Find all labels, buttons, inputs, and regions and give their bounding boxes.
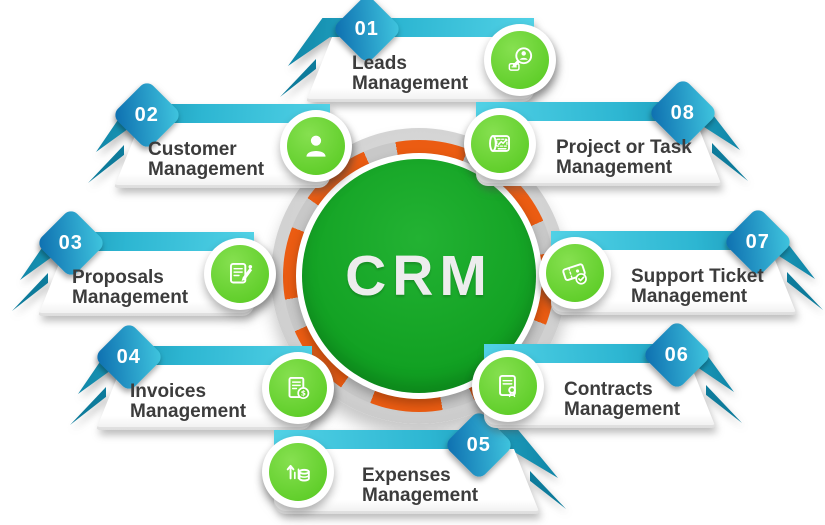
module-banner-expenses: 05 Expenses Management xyxy=(262,409,566,516)
module-banner-support-ticket: 07 Support Ticket Management xyxy=(539,206,823,317)
module-label: Invoices Management xyxy=(130,381,247,422)
proposal-document-pen-icon xyxy=(230,262,253,284)
contract-certificate-icon xyxy=(499,374,516,398)
module-banner-project-task: 08 Project or Task Management xyxy=(464,77,748,188)
module-banner-invoices: 04 Invoices Management $ xyxy=(70,321,334,432)
badge-number: 05 xyxy=(466,433,492,456)
badge-number: 06 xyxy=(664,343,690,366)
module-banner-contracts: 06 Contracts Management xyxy=(472,319,742,430)
expenses-chart-coins-icon xyxy=(286,464,310,482)
icon-circle xyxy=(204,238,276,310)
badge-number: 03 xyxy=(58,231,84,254)
module-label: Expenses Management xyxy=(362,465,479,506)
svg-text:$: $ xyxy=(301,389,306,398)
customer-person-icon xyxy=(306,135,326,157)
module-banner-customer: 02 Customer Management xyxy=(88,79,352,190)
leads-search-person-icon xyxy=(508,47,533,71)
icon-circle xyxy=(262,436,334,508)
module-label: Leads Management xyxy=(352,53,469,94)
invoice-bill-coin-icon: $ xyxy=(288,376,310,400)
badge-number: 01 xyxy=(354,17,380,40)
module-label: Proposals Management xyxy=(72,267,189,308)
badge-number: 07 xyxy=(745,230,771,253)
project-blueprint-chart-icon xyxy=(489,135,510,152)
support-ticket-check-icon xyxy=(562,263,587,285)
module-label: Support Ticket Management xyxy=(631,266,764,307)
badge-number: 08 xyxy=(670,101,696,124)
module-label: Project or Task Management xyxy=(556,137,692,178)
module-label: Customer Management xyxy=(148,139,265,180)
icon-circle xyxy=(484,24,556,96)
crm-title: CRM xyxy=(345,244,493,308)
icon-circle xyxy=(464,108,536,180)
icon-circle xyxy=(472,350,544,422)
icon-circle xyxy=(539,237,611,309)
icon-circle: $ xyxy=(262,352,334,424)
badge-number: 02 xyxy=(134,103,160,126)
module-label: Contracts Management xyxy=(564,379,681,420)
badge-number: 04 xyxy=(116,345,142,368)
icon-circle xyxy=(280,110,352,182)
module-banner-proposals: 03 Proposals Management xyxy=(12,207,276,318)
module-banner-leads: 01 Leads Management xyxy=(280,0,556,104)
